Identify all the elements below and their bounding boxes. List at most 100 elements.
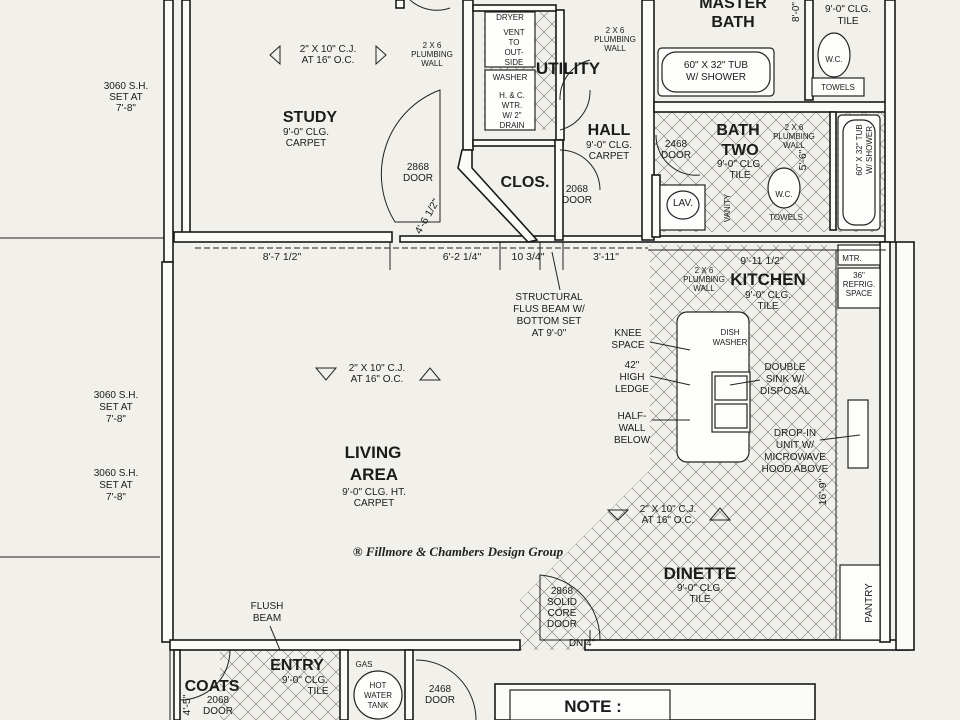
- master-bath-label-2: BATH: [711, 14, 754, 31]
- clos-door-1: 2068: [566, 184, 589, 195]
- plumb-k-1: 2 X 6: [695, 266, 714, 275]
- cj-top-1: 2" X 10" C.J.: [300, 44, 357, 55]
- dinette-door-4: DOOR: [547, 619, 577, 630]
- cj-top-2: AT 16" O.C.: [302, 55, 355, 66]
- clos-label: CLOS.: [501, 174, 550, 191]
- flush-beam-1: FLUSH: [251, 601, 284, 612]
- window-bot-1: 3060 S.H.: [94, 468, 138, 479]
- note-label: NOTE :: [564, 697, 622, 716]
- top-door: [409, 0, 451, 11]
- dinette-note-1: 9'-0" CLG.: [677, 583, 723, 594]
- cj-dinette-2: AT 16" O.C.: [642, 515, 695, 526]
- dinette-door-3: CORE: [548, 608, 577, 619]
- entry-label: ENTRY: [270, 657, 324, 674]
- plumb-b2-3: WALL: [783, 141, 805, 150]
- ledge-2: HIGH: [620, 372, 645, 383]
- lav-label: LAV.: [673, 198, 693, 209]
- dim-2: 6'-2 1/4": [443, 251, 482, 263]
- dryer-label: DRYER: [496, 13, 524, 22]
- beam-note-3: BOTTOM SET: [517, 316, 582, 327]
- gas-label: GAS: [356, 660, 373, 669]
- halfwall-3: BELOW: [614, 435, 651, 446]
- coats-door: [179, 649, 231, 701]
- coats-door-2: DOOR: [203, 706, 233, 717]
- hot-water-tank: [353, 670, 403, 720]
- vanity-label: VANITY: [723, 193, 732, 222]
- cj-dinette-1: 2" X 10" C.J.: [640, 504, 697, 515]
- heater-label-2: WTR.: [502, 101, 522, 110]
- master-bath-label-1: MASTER: [699, 0, 767, 12]
- watermark-text: Fillmore & Chambers Design Group: [365, 544, 564, 559]
- heater-label-1: H. & C.: [499, 91, 525, 100]
- pantry: [839, 564, 881, 641]
- knee-2: SPACE: [611, 340, 644, 351]
- bath-two-note-1: 9'-0" CLG.: [717, 159, 763, 170]
- washer-label: WASHER: [493, 73, 528, 82]
- pantry-label: PANTRY: [864, 583, 875, 623]
- bath-two-wc: [767, 167, 801, 209]
- cooktop: [847, 399, 869, 469]
- master-towels-label: TOWELS: [821, 83, 855, 92]
- bath-two-door: [655, 134, 701, 176]
- sink-label-3: DISPOSAL: [760, 386, 810, 397]
- dinette-door-1: 2868: [551, 586, 574, 597]
- refrig-label-2: REFRIG.: [843, 280, 875, 289]
- cj-living-2: AT 16" O.C.: [351, 374, 404, 385]
- dim-7: 5'-6": [797, 149, 809, 170]
- plumb-util-3: WALL: [421, 59, 443, 68]
- living-note-1: 9'-0" CLG. HT.: [342, 487, 406, 498]
- plumb-util-1: 2 X 6: [423, 41, 442, 50]
- beam-note-1: STRUCTURAL: [515, 292, 583, 303]
- bath-two-label-2: TWO: [721, 142, 758, 159]
- master-wc: [817, 32, 851, 78]
- halfwall-1: HALF-: [618, 411, 647, 422]
- clos-door-2: DOOR: [562, 195, 592, 206]
- dish-label-1: DISH: [720, 328, 739, 337]
- plumb-mb-2: PLUMBING: [594, 35, 636, 44]
- sink-label-2: SINK W/: [766, 374, 805, 385]
- study-door: [380, 89, 441, 223]
- beam-note-4: AT 9'-0": [532, 328, 567, 339]
- study-note-1: 9'-0" CLG.: [283, 127, 329, 138]
- refrig-label-3: SPACE: [846, 289, 873, 298]
- dim-5: 9'-11 1/2": [740, 255, 784, 267]
- bath-two-note-2: TILE: [729, 170, 750, 181]
- micro-label-1: DROP-IN: [774, 428, 816, 439]
- window-mid-1: 3060 S.H.: [94, 390, 138, 401]
- master-wc-label: W.C.: [825, 55, 842, 64]
- heater-label-4: DRAIN: [500, 121, 525, 130]
- master-bath-note-2: TILE: [837, 16, 858, 27]
- hot-water-label-3: TANK: [368, 701, 389, 710]
- living-label-2: AREA: [350, 465, 398, 484]
- plumb-k-2: PLUMBING: [683, 275, 725, 284]
- entry-note-2: TILE: [307, 686, 328, 697]
- dinette-door-2: SOLID: [547, 597, 577, 608]
- micro-label-3: MICROWAVE: [764, 452, 826, 463]
- vent-label-2: TO: [509, 38, 520, 47]
- plumb-b2-1: 2 X 6: [785, 123, 804, 132]
- heater-label-3: W/ 2": [502, 111, 521, 120]
- study-note-2: CARPET: [286, 138, 327, 149]
- bath-two-towels-label: TOWELS: [769, 213, 803, 222]
- bath-two-door-2: DOOR: [661, 150, 691, 161]
- hall-label: HALL: [588, 122, 631, 139]
- dish-label-2: WASHER: [713, 338, 748, 347]
- living-label-1: LIVING: [345, 443, 402, 462]
- cj-living-1: 2" X 10" C.J.: [349, 363, 406, 374]
- leaders: [269, 251, 861, 651]
- tank-door-1: 2468: [429, 684, 452, 695]
- flush-beam-2: BEAM: [253, 613, 281, 624]
- refrig-label-1: 36": [853, 271, 865, 280]
- kitchen-note-1: 9'-0" CLG.: [745, 290, 791, 301]
- dim-8: 16'-9": [817, 478, 829, 505]
- hall-note-2: CARPET: [589, 151, 630, 162]
- utility-door: [559, 59, 591, 101]
- kitchen-label: KITCHEN: [730, 270, 806, 289]
- bath-two-tub-label-2: W/ SHOWER: [865, 126, 874, 174]
- dinette-note-2: TILE: [689, 594, 710, 605]
- dinette-door: [539, 574, 601, 641]
- ledge-1: 42": [625, 360, 640, 371]
- clos-door: [559, 149, 601, 191]
- vent-label-1: VENT: [503, 28, 524, 37]
- dinette-label: DINETTE: [664, 564, 737, 583]
